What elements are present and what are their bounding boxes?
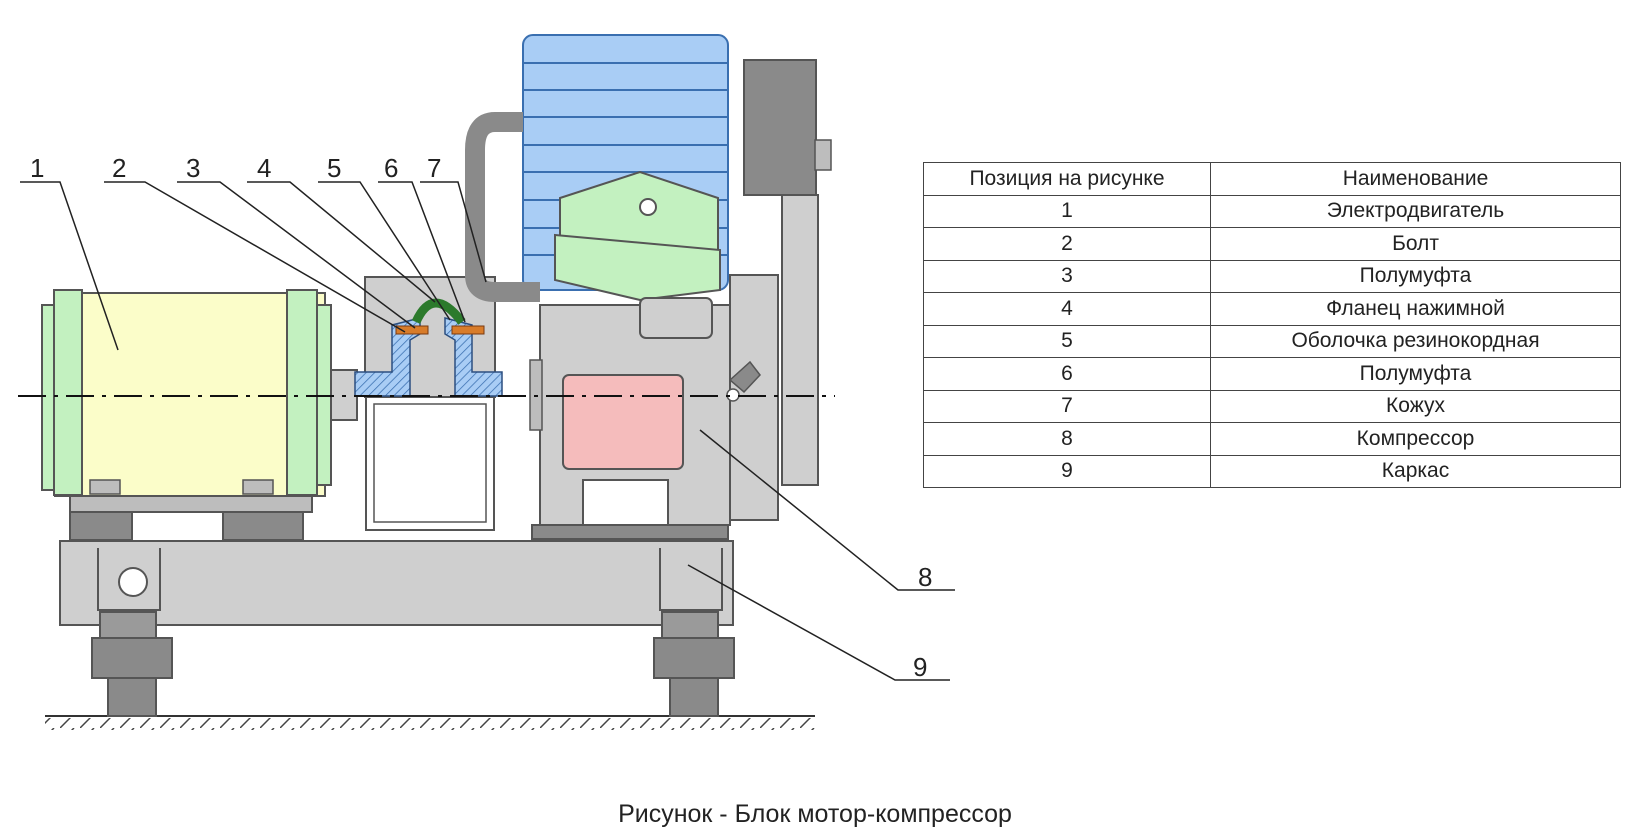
coupling-guard [354,276,503,531]
row-name: Полумуфта [1210,259,1621,293]
row-name: Компрессор [1210,422,1621,456]
row-position: 8 [923,422,1211,456]
callout-1: 1 [30,153,45,183]
row-position: 7 [923,389,1211,423]
callout-8: 8 [918,562,933,592]
row-name: Каркас [1210,454,1621,488]
row-position: 5 [923,324,1211,358]
callout-4: 4 [257,153,272,183]
row-position: 4 [923,292,1211,326]
figure-caption: Рисунок - Блок мотор-компрессор [618,800,1012,828]
row-name: Полумуфта [1210,357,1621,391]
row-name: Фланец нажимной [1210,292,1621,326]
row-position: 3 [923,259,1211,293]
callout-9: 9 [913,652,928,682]
table-header-row: Позиция на рисунке Наименование [923,162,1621,196]
row-name: Оболочка резинокордная [1210,324,1621,358]
row-name: Кожух [1210,389,1621,423]
compressor [465,34,832,540]
header-position: Позиция на рисунке [923,162,1211,196]
header-name: Наименование [1210,162,1621,196]
callout-6: 6 [384,153,399,183]
frame-base [59,540,735,717]
ground-line [45,715,815,730]
row-position: 6 [923,357,1211,391]
row-name: Болт [1210,227,1621,261]
row-position: 9 [923,454,1211,488]
callout-2: 2 [112,153,127,183]
row-position: 1 [923,194,1211,228]
callout-7: 7 [427,153,442,183]
electric-motor [41,289,358,541]
callout-5: 5 [327,153,342,183]
callout-3: 3 [186,153,201,183]
leader-lines [20,181,955,681]
row-name: Электродвигатель [1210,194,1621,228]
row-position: 2 [923,227,1211,261]
